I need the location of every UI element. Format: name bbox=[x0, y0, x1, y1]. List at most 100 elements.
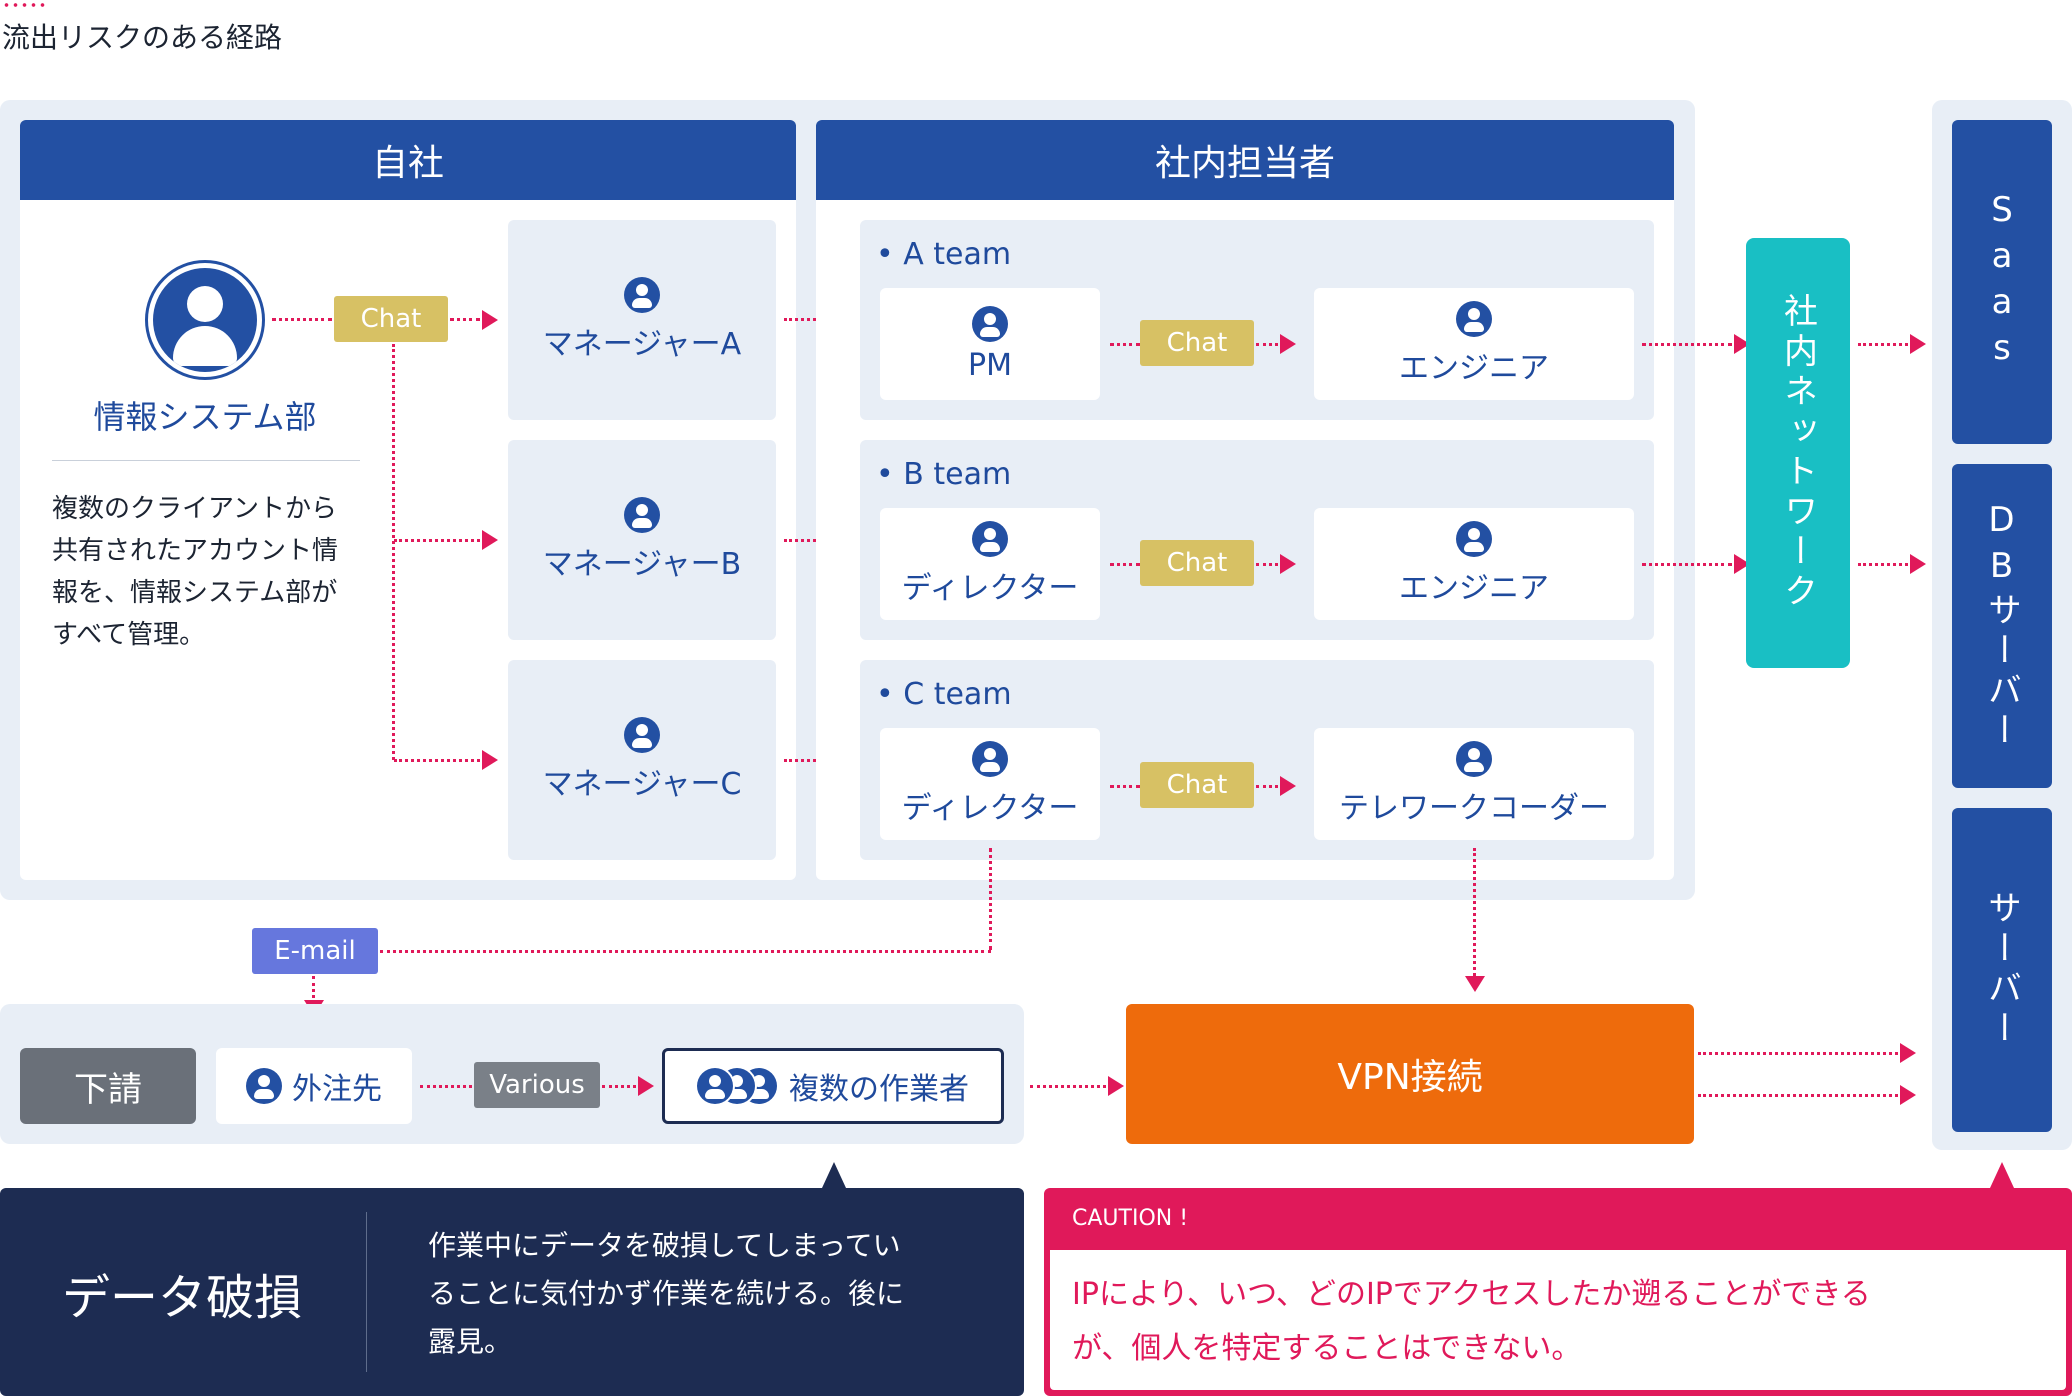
manager-b-label: マネージャーB bbox=[542, 547, 742, 582]
dept-name: 情報システム部 bbox=[93, 398, 317, 436]
arrow-right-icon bbox=[482, 530, 498, 550]
various-tag: Various bbox=[474, 1062, 600, 1108]
arrow-right-icon bbox=[1280, 554, 1296, 574]
team-b-left-label: ディレクター bbox=[901, 571, 1079, 606]
connector-line bbox=[989, 848, 992, 950]
title-dots bbox=[2, 2, 48, 8]
server-box: サーバー bbox=[1952, 808, 2052, 1132]
vendor-label: 外注先 bbox=[292, 1072, 382, 1107]
arrow-down-icon bbox=[1465, 976, 1485, 992]
internal-header: 社内担当者 bbox=[816, 120, 1674, 200]
team-b-label: • B team bbox=[876, 457, 1012, 492]
db-server-box: DBサーバー bbox=[1952, 464, 2052, 788]
dept-avatar-icon bbox=[153, 268, 257, 372]
arrow-right-icon bbox=[1280, 776, 1296, 796]
caution-pointer bbox=[1990, 1162, 2014, 1188]
arrow-right-icon bbox=[1900, 1085, 1916, 1105]
subcontract-label: 下請 bbox=[20, 1048, 196, 1124]
user-icon bbox=[246, 1068, 282, 1104]
arrow-right-icon bbox=[1910, 334, 1926, 354]
risk-title: データ破損 bbox=[62, 1270, 303, 1326]
arrow-right-icon bbox=[1910, 554, 1926, 574]
team-c-right-card: テレワークコーダー bbox=[1314, 728, 1634, 840]
connector-line bbox=[602, 1085, 636, 1088]
saas-box: Saas bbox=[1952, 120, 2052, 444]
manager-b-box: マネージャーB bbox=[508, 440, 776, 640]
team-c-right-label: テレワークコーダー bbox=[1339, 791, 1609, 826]
connector-line bbox=[1473, 848, 1476, 976]
risk-description: 作業中にデータを破損してしまってい ることに気付かず作業を続ける。後に 露見。 bbox=[428, 1229, 905, 1358]
risk-pointer bbox=[822, 1162, 846, 1188]
user-icon bbox=[1456, 301, 1492, 337]
chat-tag: Chat bbox=[1140, 320, 1254, 366]
team-a-left-label: PM bbox=[968, 347, 1012, 383]
connector-line bbox=[312, 976, 315, 998]
risk-panel bbox=[0, 1188, 1024, 1396]
manager-c-label: マネージャーC bbox=[542, 767, 742, 802]
manager-c-box: マネージャーC bbox=[508, 660, 776, 860]
connector-line bbox=[1030, 1085, 1106, 1088]
group-icon bbox=[697, 1068, 777, 1104]
connector-line bbox=[1256, 343, 1278, 346]
connector-line bbox=[272, 318, 332, 321]
connector-line bbox=[1642, 563, 1732, 566]
team-b-right-card: エンジニア bbox=[1314, 508, 1634, 620]
vendor-card: 外注先 bbox=[216, 1048, 412, 1124]
company-header: 自社 bbox=[20, 120, 796, 200]
user-icon bbox=[972, 741, 1008, 777]
workers-card: 複数の作業者 bbox=[662, 1048, 1004, 1124]
team-b-left-card: ディレクター bbox=[880, 508, 1100, 620]
chat-tag: Chat bbox=[334, 296, 448, 342]
workers-label: 複数の作業者 bbox=[789, 1072, 969, 1107]
connector-line bbox=[1110, 563, 1140, 566]
connector-line bbox=[450, 318, 480, 321]
user-icon bbox=[624, 497, 660, 533]
team-a-left-card: PM bbox=[880, 288, 1100, 400]
caution-label: CAUTION ! bbox=[1072, 1206, 1189, 1231]
connector-line bbox=[784, 318, 834, 321]
connector-line bbox=[784, 539, 834, 542]
arrow-right-icon bbox=[482, 310, 498, 330]
connector-line bbox=[1858, 563, 1908, 566]
arrow-right-icon bbox=[638, 1076, 654, 1096]
dept-avatar-ring bbox=[145, 260, 265, 380]
manager-a-label: マネージャーA bbox=[542, 327, 742, 362]
connector-line bbox=[1110, 343, 1140, 346]
arrow-right-icon bbox=[1900, 1043, 1916, 1063]
chat-tag: Chat bbox=[1140, 762, 1254, 808]
arrow-right-icon bbox=[482, 750, 498, 770]
arrow-right-icon bbox=[1280, 334, 1296, 354]
user-icon bbox=[972, 305, 1008, 342]
risk-divider bbox=[366, 1212, 367, 1372]
internal-network-box: 社内ネットワーク bbox=[1746, 238, 1850, 668]
connector-line bbox=[1256, 785, 1278, 788]
team-a-right-label: エンジニア bbox=[1399, 351, 1549, 386]
team-b-right-label: エンジニア bbox=[1399, 571, 1549, 606]
connector-line bbox=[1858, 343, 1908, 346]
team-c-left-label: ディレクター bbox=[901, 791, 1079, 826]
user-icon bbox=[1456, 521, 1492, 557]
team-a-label: • A team bbox=[876, 237, 1012, 272]
caution-text: IPにより、いつ、どのIPでアクセスしたか遡ることができる が、個人を特定するこ… bbox=[1072, 1277, 1871, 1366]
connector-line bbox=[1110, 785, 1140, 788]
team-c-left-card: ディレクター bbox=[880, 728, 1100, 840]
vpn-box: VPN接続 bbox=[1126, 1004, 1694, 1144]
dept-divider bbox=[52, 460, 360, 461]
user-icon bbox=[624, 717, 660, 753]
email-tag: E-mail bbox=[252, 928, 378, 974]
connector-line bbox=[394, 539, 480, 542]
connector-line bbox=[380, 950, 991, 953]
chat-tag: Chat bbox=[1140, 540, 1254, 586]
connector-line bbox=[1642, 343, 1732, 346]
connector-line bbox=[394, 759, 480, 762]
team-c-label: • C team bbox=[876, 677, 1012, 712]
connector-line bbox=[1698, 1052, 1898, 1055]
connector-line bbox=[392, 344, 395, 760]
connector-line bbox=[1256, 563, 1278, 566]
connector-line bbox=[420, 1085, 472, 1088]
page-title: 流出リスクのある経路 bbox=[2, 21, 283, 54]
manager-a-box: マネージャーA bbox=[508, 220, 776, 420]
team-a-right-card: エンジニア bbox=[1314, 288, 1634, 400]
user-icon bbox=[1456, 741, 1492, 777]
user-icon bbox=[972, 521, 1008, 557]
